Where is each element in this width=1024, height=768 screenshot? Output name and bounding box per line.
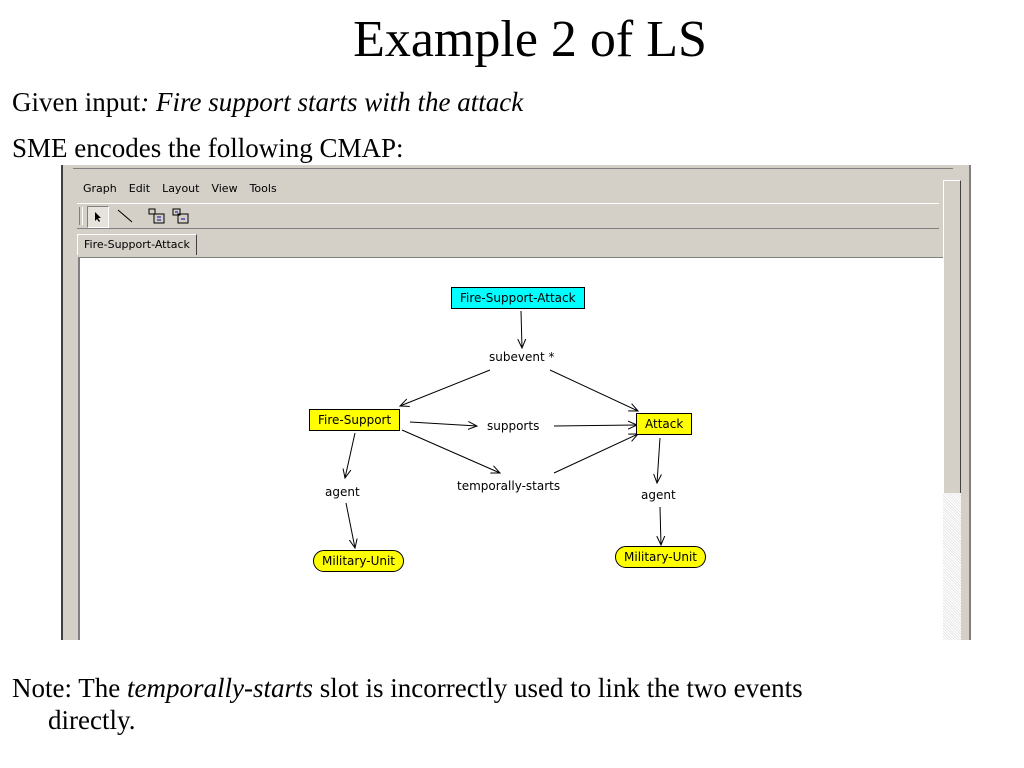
sme-line: SME encodes the following CMAP: xyxy=(12,133,404,163)
given-input-line: Given input: Fire support starts with th… xyxy=(12,86,523,118)
menu-layout[interactable]: Layout xyxy=(162,182,200,195)
label-supports[interactable]: supports xyxy=(487,419,540,433)
edge-attack-agent xyxy=(657,437,660,483)
note-paragraph: Note: The temporally-starts slot is inco… xyxy=(12,672,1022,736)
edge-firesupport-supports xyxy=(409,422,477,426)
vertical-scrollbar[interactable] xyxy=(943,180,961,640)
scrollbar-track[interactable] xyxy=(943,493,961,640)
expand-tool-button[interactable] xyxy=(147,206,167,226)
window-frame-edge xyxy=(73,168,953,169)
note-continuation: directly. xyxy=(48,705,136,735)
pointer-tool-button[interactable] xyxy=(87,206,109,228)
tab-fire-support-attack[interactable]: Fire-Support-Attack xyxy=(77,234,197,255)
node-military-unit-right[interactable]: Military-Unit xyxy=(615,546,706,568)
line-icon xyxy=(117,209,133,223)
label-subevent[interactable]: subevent * xyxy=(489,350,555,364)
edge-subevent-attack xyxy=(549,369,638,411)
node-military-unit-left[interactable]: Military-Unit xyxy=(313,550,404,572)
node-fire-support-attack[interactable]: Fire-Support-Attack xyxy=(451,287,585,309)
label-temporally-starts[interactable]: temporally-starts xyxy=(457,479,561,493)
node-fire-support[interactable]: Fire-Support xyxy=(309,409,401,431)
collapse-icon xyxy=(172,208,189,224)
menu-edit[interactable]: Edit xyxy=(128,182,151,195)
edge-supports-attack xyxy=(553,425,637,426)
given-input-value: : Fire support starts with the attack xyxy=(140,87,524,117)
collapse-tool-button[interactable] xyxy=(171,206,191,226)
note-term: temporally-starts xyxy=(126,673,313,703)
expand-icon xyxy=(148,208,165,224)
cmap-app-window: Graph Edit Layout View Tools xyxy=(61,165,971,640)
note-suffix: slot is incorrectly used to link the two… xyxy=(312,673,803,703)
menu-view[interactable]: View xyxy=(211,182,238,195)
edge-firesupport-temporally xyxy=(401,429,500,473)
pointer-icon xyxy=(95,212,101,222)
given-input-label: Given input xyxy=(12,87,141,117)
edge-subevent-firesupport xyxy=(400,369,491,406)
edge-temporally-attack xyxy=(553,434,638,474)
toolbar xyxy=(77,203,939,229)
label-agent-left[interactable]: agent xyxy=(325,485,360,499)
slide-title: Example 2 of LS xyxy=(353,11,707,68)
toolbar-separator xyxy=(79,207,83,225)
label-agent-right[interactable]: agent xyxy=(641,488,676,502)
menu-tools[interactable]: Tools xyxy=(249,182,277,195)
menu-bar: Graph Edit Layout View Tools xyxy=(77,180,283,198)
node-attack[interactable]: Attack xyxy=(636,413,693,435)
menu-graph[interactable]: Graph xyxy=(83,182,117,195)
note-prefix: Note: The xyxy=(12,673,127,703)
edge-agent-military-right xyxy=(660,506,661,545)
edge-firesupport-agent xyxy=(345,432,356,478)
edge-agent-military-left xyxy=(345,502,355,548)
graph-edges xyxy=(80,310,944,640)
edge-root-subevent xyxy=(521,310,522,348)
graph-canvas[interactable]: Fire-Support-Attack Fire-Support Attack … xyxy=(78,257,944,640)
line-tool-button[interactable] xyxy=(115,206,135,226)
scrollbar-thumb[interactable] xyxy=(943,180,961,494)
